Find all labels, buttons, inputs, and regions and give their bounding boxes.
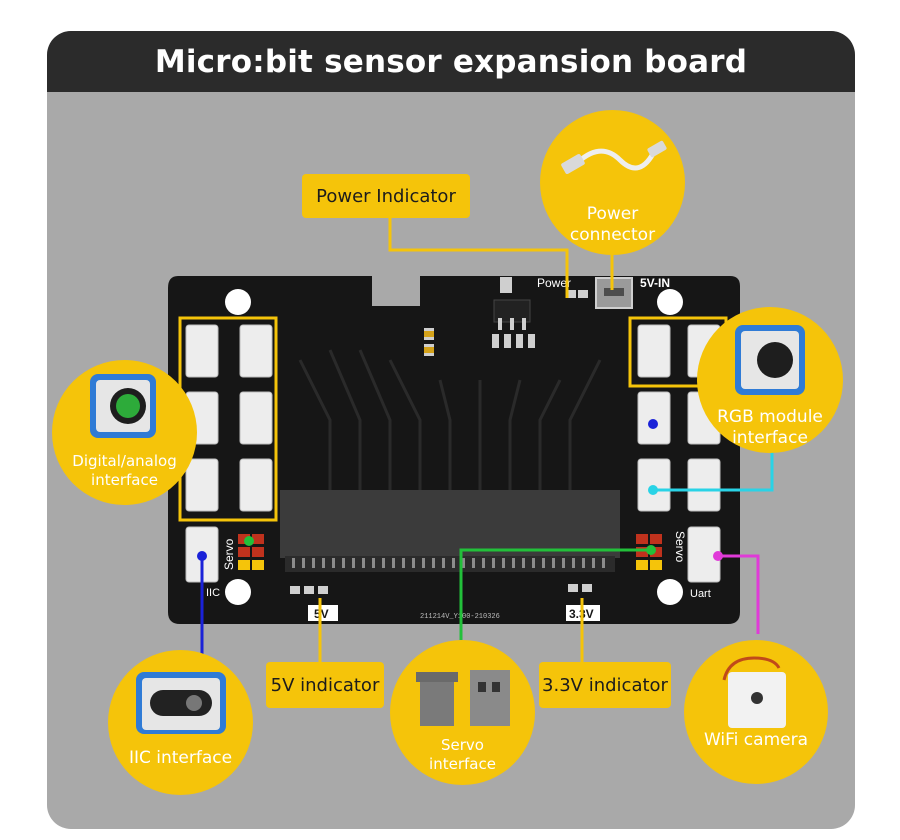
- servo-text: Servo interface: [429, 736, 496, 773]
- button-module-icon: [90, 374, 156, 438]
- wifi-camera-leader: [718, 554, 760, 634]
- servo-icon: [416, 670, 510, 726]
- wifi-camera-callout: WiFi camera: [684, 640, 828, 784]
- mount-hole-tr: [657, 289, 683, 315]
- power-connector-callout: Power connector: [540, 110, 685, 255]
- pcb-traces: [298, 349, 602, 490]
- power-connector-text: Power connector: [569, 204, 656, 245]
- power-indicator-label: Power Indicator: [302, 174, 470, 218]
- servo-pins-right: [636, 534, 662, 570]
- rgb-blue-dot: [648, 419, 658, 429]
- board-5vin-text: 5V-IN: [640, 276, 670, 290]
- iic-callout: IIC interface: [108, 650, 253, 795]
- wifi-camera-text: WiFi camera: [703, 730, 809, 750]
- board-iic-text: IIC: [206, 587, 220, 599]
- iic-module-icon: [136, 672, 226, 734]
- rgb-leader: [653, 450, 774, 492]
- usb-cable-icon: [561, 140, 667, 174]
- iic-text: IIC interface: [128, 748, 233, 768]
- rgb-module-callout: RGB module interface: [697, 307, 843, 453]
- board-servo-text: Servo: [222, 538, 236, 570]
- mount-hole-br: [657, 579, 683, 605]
- mount-hole-bl: [225, 579, 251, 605]
- digital-analog-text: Digital/analog interface: [72, 452, 177, 489]
- power-indicator-leader: [388, 218, 569, 298]
- usb-port: [595, 277, 633, 309]
- board-power-text: Power: [537, 276, 571, 290]
- digital-analog-callout: Digital/analog interface: [52, 360, 197, 505]
- rgb-module-icon: [735, 325, 805, 395]
- board-servo-right-text: Servo: [673, 531, 687, 563]
- edge-pins: [292, 558, 605, 568]
- rgb-module-text: RGB module interface: [717, 407, 823, 448]
- page-title: Micro:bit sensor expansion board: [154, 43, 748, 80]
- microbit-slot: [280, 490, 620, 558]
- servo-pins-left: [238, 534, 264, 570]
- header-bar: Micro:bit sensor expansion board: [47, 31, 855, 92]
- wifi-camera-icon: [722, 656, 786, 728]
- servo-leader: [459, 548, 651, 640]
- board-uart-text: Uart: [690, 588, 711, 600]
- 5v-indicator-label: 5V indicator: [266, 662, 384, 708]
- servo-left-dot: [244, 536, 254, 546]
- servo-callout: Servo interface: [390, 640, 535, 785]
- mount-hole-tl: [225, 289, 251, 315]
- 33v-indicator-label: 3.3V indicator: [539, 662, 671, 708]
